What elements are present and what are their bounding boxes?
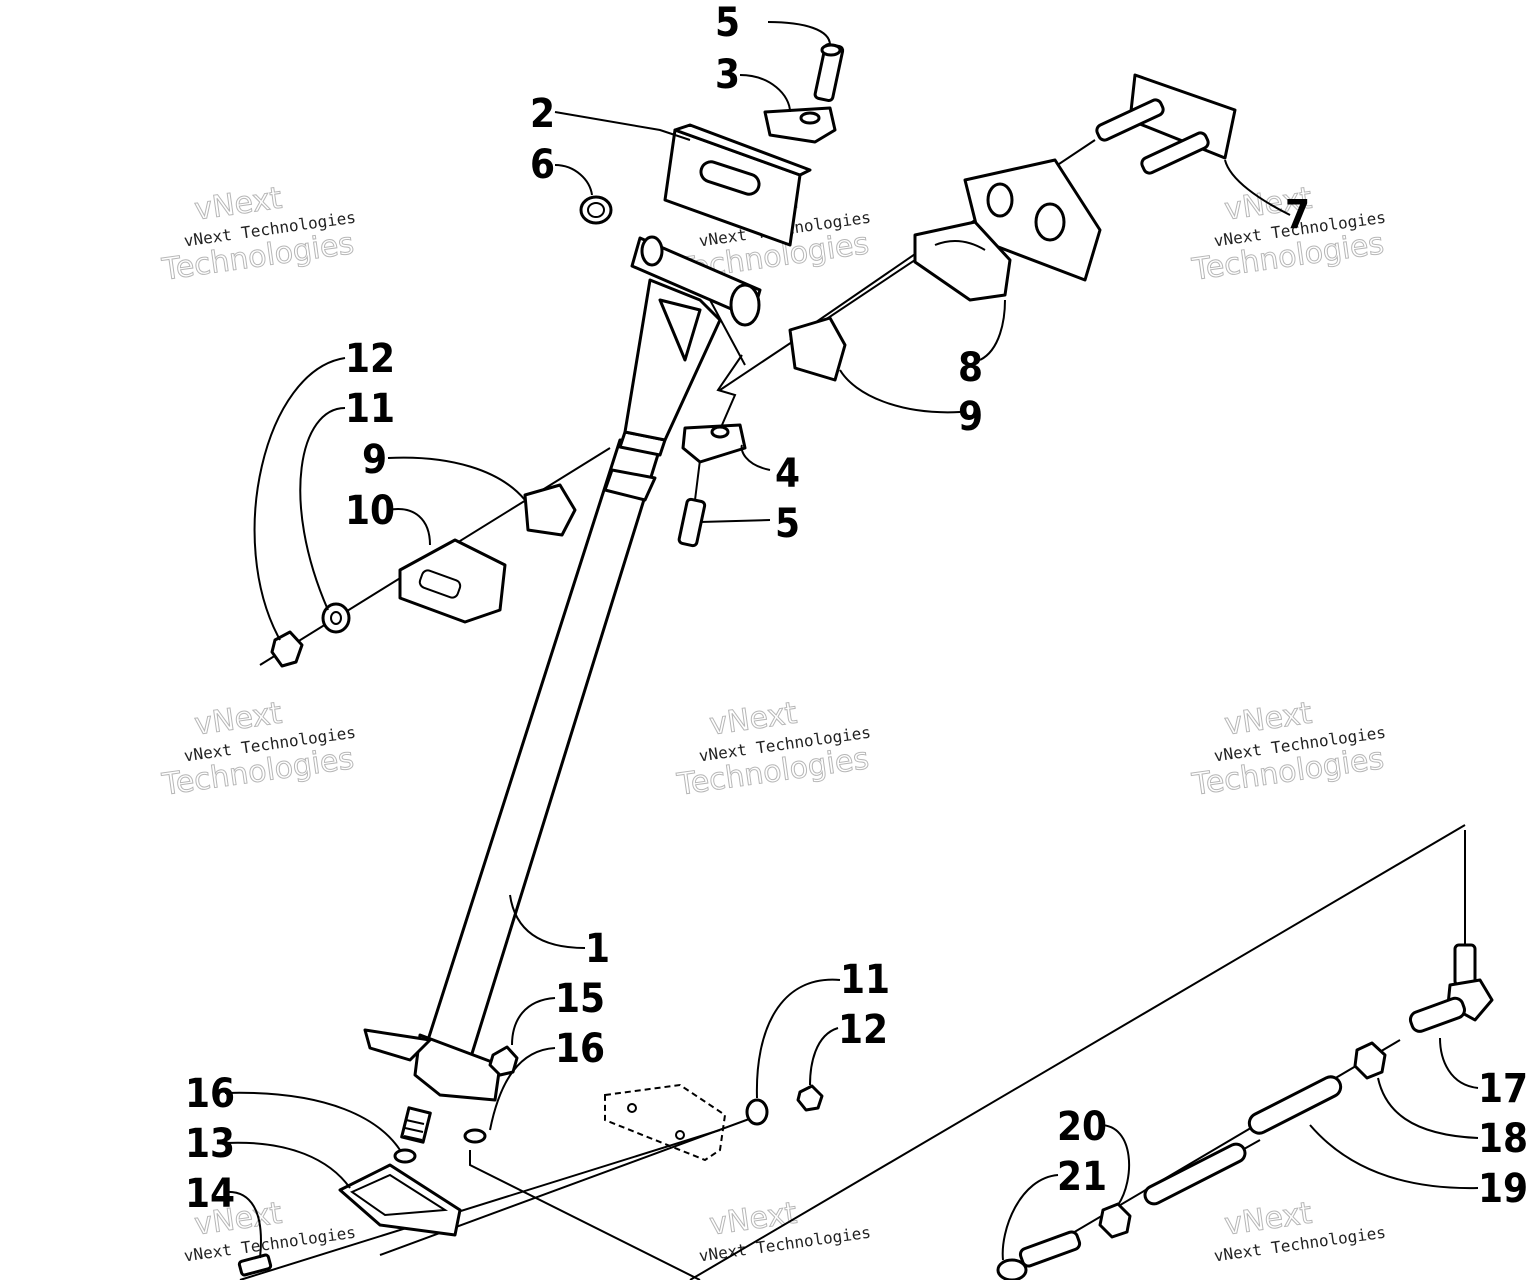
tie-rod-end-upper <box>1408 943 1494 1033</box>
watermark: vNext vNext Technologies Technologies vN… <box>159 180 1387 1265</box>
callout-13: 13 <box>185 1121 235 1167</box>
leader-lines <box>224 21 1479 1261</box>
mount-plate <box>963 158 1102 282</box>
clamp-cap-lower <box>681 423 747 464</box>
callout-9-left: 9 <box>362 437 387 483</box>
lower-bearing-bracket <box>338 1163 462 1237</box>
mount-bracket-left <box>398 538 507 624</box>
callout-11-right: 11 <box>840 957 890 1003</box>
mount-bracket-right <box>913 220 1012 302</box>
bushing-right <box>788 316 847 382</box>
cap-screw-lower <box>677 497 707 548</box>
callout-9-right: 9 <box>958 394 983 440</box>
dashed-mount-plate <box>604 1083 727 1162</box>
tie-rod <box>1143 1142 1247 1206</box>
upper-clamp-block <box>663 123 812 247</box>
jam-nut-right <box>1353 1041 1387 1080</box>
bushing-left <box>523 483 577 537</box>
washer-base-left <box>393 1148 417 1164</box>
callout-20: 20 <box>1057 1104 1107 1150</box>
callout-16-right: 16 <box>555 1026 605 1072</box>
washer-right <box>745 1098 769 1126</box>
callout-18: 18 <box>1478 1116 1528 1162</box>
callout-6: 6 <box>530 142 555 188</box>
plug <box>579 195 613 225</box>
callout-1: 1 <box>585 926 610 972</box>
bracket-bolt <box>237 1253 273 1277</box>
callout-12-right: 12 <box>838 1007 888 1053</box>
callout-2: 2 <box>530 91 555 137</box>
callout-5-mid: 5 <box>775 501 800 547</box>
callout-15: 15 <box>555 976 605 1022</box>
callout-3: 3 <box>715 52 740 98</box>
cap-screw-top <box>813 42 845 103</box>
callout-10: 10 <box>345 488 395 534</box>
callout-14: 14 <box>185 1171 235 1217</box>
washer-base-right <box>463 1128 487 1144</box>
washer-left <box>321 602 351 634</box>
callout-4: 4 <box>775 451 800 497</box>
steering-post <box>363 235 762 1144</box>
callout-21: 21 <box>1057 1154 1107 1200</box>
nut-right <box>796 1084 824 1112</box>
jam-nut-left <box>1098 1202 1132 1239</box>
callout-8: 8 <box>958 345 983 391</box>
callout-5-top: 5 <box>715 0 740 46</box>
callout-labels: 5 3 2 6 7 8 9 4 5 12 11 9 10 1 15 16 11 … <box>185 0 1528 1217</box>
clamp-cap-top <box>763 106 837 144</box>
callout-7: 7 <box>1285 192 1310 238</box>
callout-16-left: 16 <box>185 1071 235 1117</box>
callout-19: 19 <box>1478 1166 1528 1212</box>
tie-rod-sleeve <box>1247 1075 1343 1135</box>
callout-11-left: 11 <box>345 386 395 432</box>
nut-left <box>270 630 304 668</box>
callout-17: 17 <box>1478 1066 1528 1112</box>
tie-rod-end-lower <box>996 1230 1082 1280</box>
callout-12-left: 12 <box>345 336 395 382</box>
u-bolt-plate <box>1095 73 1237 175</box>
